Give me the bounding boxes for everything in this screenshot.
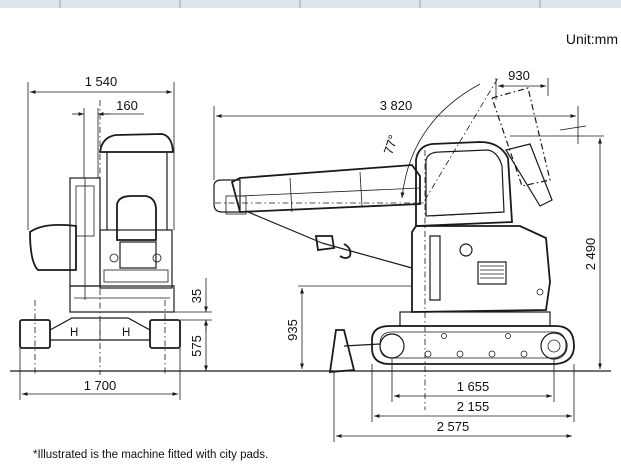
dim-label-2575: 2 575 bbox=[437, 419, 470, 434]
dim-label-3820: 3 820 bbox=[380, 98, 413, 113]
angle-arc-77 bbox=[400, 83, 481, 199]
dim-label-1655: 1 655 bbox=[457, 379, 490, 394]
angle-label-77: 77° bbox=[381, 133, 401, 156]
dim-label-1700: 1 700 bbox=[84, 378, 117, 393]
svg-text:H: H bbox=[122, 327, 130, 339]
side-view-machine bbox=[213, 87, 575, 373]
unit-label: Unit:mm bbox=[566, 31, 618, 47]
dim-label-160: 160 bbox=[116, 98, 138, 113]
dim-label-930: 930 bbox=[508, 68, 530, 83]
header-bar bbox=[0, 0, 621, 8]
header-ticks bbox=[59, 0, 541, 8]
dim-label-575: 575 bbox=[189, 335, 204, 357]
front-view-machine: H H bbox=[19, 133, 181, 349]
svg-text:H: H bbox=[70, 327, 78, 339]
dim-label-2155: 2 155 bbox=[457, 399, 490, 414]
dim-label-935: 935 bbox=[285, 319, 300, 341]
footnote: *Illustrated is the machine fitted with … bbox=[33, 449, 268, 461]
dim-label-2490: 2 490 bbox=[583, 238, 598, 271]
dim-label-1540: 1 540 bbox=[85, 74, 118, 89]
dim-label-35: 35 bbox=[189, 289, 204, 303]
